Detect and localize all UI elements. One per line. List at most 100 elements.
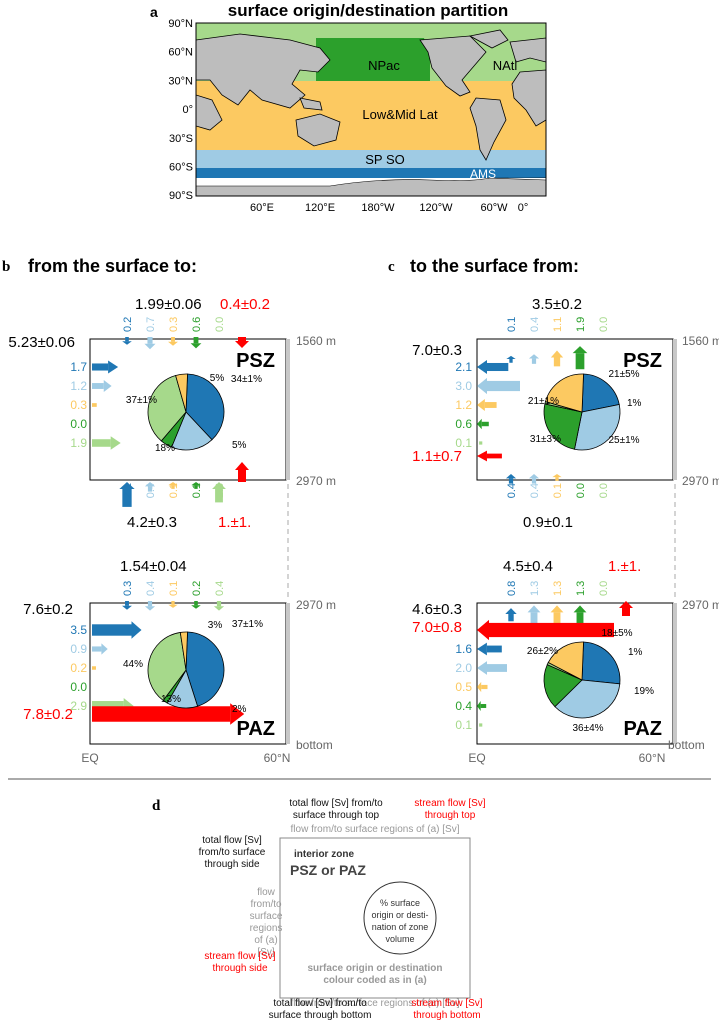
c-psz-bottomflows-arrow-2 <box>555 477 559 481</box>
b-paz-topflows-label-1: 0.4 <box>145 581 157 596</box>
c-psz-bottom-total: 0.9±0.1 <box>523 514 573 531</box>
b-paz-topflows-arrowhead-3 <box>191 605 201 609</box>
map-frame <box>195 22 547 197</box>
c-paz-pie-slice-4 <box>547 641 584 681</box>
c-psz-topflows-arrowhead-2 <box>550 350 564 358</box>
d-side-regions-0: flow <box>257 887 276 898</box>
b-psz-pie-slice-1 <box>171 411 213 451</box>
c-paz-topflows-stream-head <box>619 601 633 608</box>
c-psz-sideflows-arrowhead-0 <box>477 359 487 375</box>
b-psz-bottomflows-arrow-0 <box>122 489 132 507</box>
b-psz-pie-label-4: 5% <box>210 373 225 384</box>
d-side-total-0: total flow [Sv] <box>202 835 262 846</box>
b-paz-pie-slice-0 <box>185 631 225 707</box>
c-paz-pie: 26±2%36±4%19%1%18±5% <box>527 628 654 734</box>
c-psz-topflows-arrowhead-0 <box>506 355 516 359</box>
b-paz-pie-label-3: 37±1% <box>232 619 263 630</box>
c-paz-side-stream: 7.0±0.8 <box>412 619 462 636</box>
c-psz-topflows-arrow-0 <box>509 358 513 363</box>
b-psz-label: PSZ <box>236 350 275 372</box>
b-paz-topflows-arrowhead-2 <box>168 604 178 608</box>
c-paz-topflows-label-2: 1.3 <box>552 581 564 596</box>
c-psz-sideflows-arrowhead-2 <box>477 399 485 411</box>
lon-tick-2: 180°W <box>361 202 395 214</box>
c-psz-topflows-label-2: 1.1 <box>552 317 564 332</box>
c-psz-sideflows-arrow-1 <box>487 380 520 392</box>
c-paz-sideflows-label-0: 1.6 <box>455 642 472 656</box>
b-psz-sideflows-arrow-0 <box>92 363 109 371</box>
c-psz-topflows-arrow-3 <box>575 353 585 370</box>
c-paz-topflows-arrow-3 <box>576 612 584 624</box>
b-xaxis-eq: EQ <box>81 751 98 765</box>
c-psz-pie-label-4: 21±5% <box>608 369 639 380</box>
b-psz-pie-slice-3 <box>147 374 187 442</box>
d-pie-desc-2: nation of zone <box>372 922 429 932</box>
d-interior-title: interior zone <box>294 849 354 860</box>
b-psz-pie-slice-4 <box>175 373 188 413</box>
c-paz-top-total: 4.5±0.4 <box>503 558 553 575</box>
lat-tick-5: 60°S <box>169 162 193 174</box>
c-psz-bottomflows-arrowhead-0 <box>505 474 517 479</box>
d-pie-desc-3: volume <box>385 934 414 944</box>
b-paz-side-flows: 3.50.90.20.02.9 <box>70 621 245 725</box>
b-paz-topflows-arrowhead-4 <box>213 606 225 611</box>
b-paz-pie: 44%13%2%37±1%3% <box>123 619 263 715</box>
c-psz-bottomflows-arrow-0 <box>508 478 514 484</box>
lon-tick-0: 60°E <box>250 202 274 214</box>
b-paz-topflows-label-2: 0.1 <box>168 581 180 596</box>
c-psz-bottomflows-arrowhead-1 <box>528 474 540 479</box>
c-paz-topflows-label-3: 1.3 <box>575 581 587 596</box>
c-paz-sideflows-arrowhead-3 <box>477 701 481 711</box>
c-depth-2970b: 2970 m <box>682 598 719 612</box>
c-psz-pie-label-2: 25±1% <box>608 435 639 446</box>
b-paz-side-total: 7.6±0.2 <box>23 601 73 618</box>
c-xaxis-60n: 60°N <box>639 751 666 765</box>
c-paz-topflows-label-4: 0.0 <box>598 581 610 596</box>
b-psz-topflows-arrow-1 <box>147 337 153 344</box>
b-paz-sideflows-stream-arrow <box>92 706 231 722</box>
b-psz-bottomflows-arrow-1 <box>147 486 153 492</box>
b-psz-topflows-arrowhead-2 <box>168 341 178 346</box>
b-paz-sideflows-arrow-2 <box>92 666 96 670</box>
panel-d-letter: d <box>152 798 161 814</box>
c-paz-topflows-label-1: 1.3 <box>529 581 541 596</box>
c-paz-topflows-arrow-1 <box>530 612 538 624</box>
b-psz-bottomflows-arrowhead-4 <box>212 482 226 489</box>
c-psz-topflows-arrow-2 <box>553 357 561 367</box>
c-psz-depthbar <box>673 339 677 480</box>
c-paz-topflows-label-0: 0.8 <box>506 581 518 596</box>
lat-tick-4: 30°S <box>169 133 193 145</box>
c-paz-sideflows-arrow-0 <box>486 645 502 653</box>
b-psz-bottomflows-stream-arrow <box>238 470 246 482</box>
b-paz-pie-slice-4 <box>179 631 188 671</box>
lon-tick-1: 120°E <box>305 202 335 214</box>
b-psz-topflows-label-0: 0.2 <box>122 317 134 332</box>
b-psz-topflows-label-3: 0.6 <box>191 317 203 332</box>
c-psz-side-stream: 1.1±0.7 <box>412 448 462 465</box>
d-bottom-regions-0: flow from/to surface regions of (a) [Sv] <box>291 998 460 1009</box>
b-psz-bottomflows-label-0: 2.1 <box>122 483 134 498</box>
c-psz-topflows-arrow-1 <box>531 358 537 364</box>
b-paz-topflows-arrow-3 <box>194 601 198 606</box>
b-psz-topflows-label-1: 0.7 <box>145 317 157 332</box>
d-bottom-total-1: surface through bottom <box>269 1010 372 1020</box>
lat-tick-3: 0° <box>182 104 193 116</box>
d-pie-desc-1: origin or desti- <box>371 910 428 920</box>
b-paz-depthbar <box>286 603 290 744</box>
b-paz-topflows-arrowhead-1 <box>144 606 156 611</box>
b-psz-topflows-label-4: 0.0 <box>214 317 226 332</box>
c-depth-bottom: bottom <box>668 738 705 752</box>
c-paz-sideflows-label-1: 2.0 <box>455 661 472 675</box>
b-paz-sideflows-arrow-4 <box>92 701 124 711</box>
b-psz-sideflows-label-1: 1.2 <box>70 379 87 393</box>
d-zone-names: PSZ or PAZ <box>290 862 366 878</box>
b-paz-sideflows-arrowhead-1 <box>101 643 108 655</box>
d-pie-circle <box>363 881 437 955</box>
lat-tick-6: 90°S <box>169 190 193 202</box>
label-sp-so: SP SO <box>365 152 405 167</box>
c-psz-top-total: 3.5±0.2 <box>532 296 582 313</box>
